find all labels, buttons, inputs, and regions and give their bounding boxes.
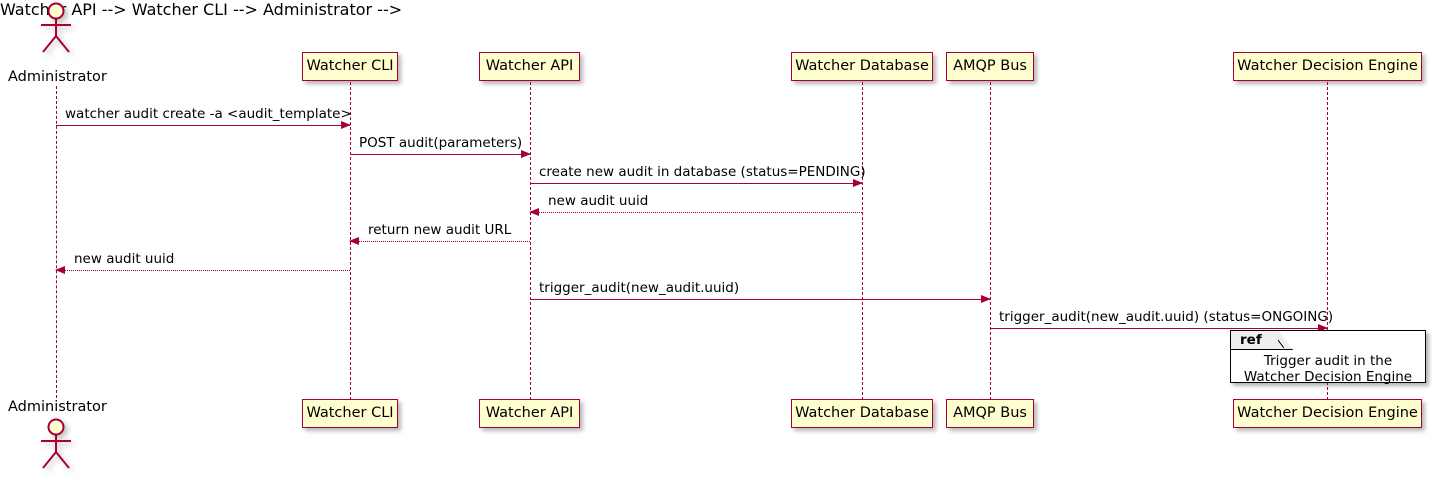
participant-amqp-bus-top[interactable]: AMQP Bus (946, 52, 1034, 81)
message-label: watcher audit create -a <audit_template> (65, 106, 352, 122)
participant-watcher-cli-top[interactable]: Watcher CLI (302, 52, 398, 81)
arrowhead-right-icon (341, 120, 351, 129)
arrowhead-left-icon (55, 265, 65, 274)
ref-fragment-line-1: Trigger audit in the (1263, 353, 1393, 369)
ref-fragment: ref Trigger audit in the Watcher Decisio… (1230, 330, 1426, 385)
actor-administrator-top-figure (33, 2, 79, 54)
message-line (56, 125, 350, 126)
arrowhead-right-icon (521, 149, 531, 158)
lifeline-administrator (56, 86, 57, 398)
participant-watcher-database-top[interactable]: Watcher Database (791, 52, 933, 81)
message-line (530, 183, 862, 184)
message-line (530, 299, 990, 300)
arrowhead-right-icon (981, 294, 991, 303)
message-line (350, 241, 530, 242)
participant-watcher-cli-bottom[interactable]: Watcher CLI (302, 399, 398, 428)
lifeline-watcher-decision-engine (1327, 82, 1328, 400)
message-line (990, 328, 1327, 329)
participant-watcher-api-bottom[interactable]: Watcher API (479, 399, 580, 428)
arrowhead-right-icon (1318, 323, 1328, 332)
lifeline-watcher-database (862, 82, 863, 400)
actor-administrator-bottom-label: Administrator (8, 399, 107, 415)
participant-watcher-api-top[interactable]: Watcher API (479, 52, 580, 81)
message-label: trigger_audit(new_audit.uuid) (539, 280, 740, 296)
lifeline-amqp-bus (990, 82, 991, 400)
arrowhead-right-icon (853, 178, 863, 187)
message-label: new audit uuid (548, 193, 649, 209)
ref-fragment-body: Trigger audit in the Watcher Decision En… (1231, 353, 1425, 385)
actor-administrator-bottom-figure (33, 418, 79, 470)
message-label: POST audit(parameters) (359, 135, 523, 151)
message-line (56, 270, 350, 271)
arrowhead-left-icon (529, 207, 539, 216)
arrowhead-left-icon (349, 236, 359, 245)
message-line (530, 212, 862, 213)
message-label: return new audit URL (368, 222, 512, 238)
message-label: new audit uuid (74, 251, 175, 267)
actor-administrator-top-label: Administrator (8, 69, 107, 85)
message-label: trigger_audit(new_audit.uuid) (status=ON… (999, 309, 1334, 325)
participant-amqp-bus-bottom[interactable]: AMQP Bus (946, 399, 1034, 428)
participant-watcher-decision-engine-top[interactable]: Watcher Decision Engine (1233, 52, 1422, 81)
lifeline-watcher-api (530, 82, 531, 400)
ref-fragment-keyword: ref (1231, 331, 1293, 350)
participant-watcher-database-bottom[interactable]: Watcher Database (791, 399, 933, 428)
ref-fragment-line-2: Watcher Decision Engine (1243, 369, 1413, 385)
participant-watcher-decision-engine-bottom[interactable]: Watcher Decision Engine (1233, 399, 1422, 428)
message-label: create new audit in database (status=PEN… (539, 164, 866, 180)
message-line (350, 154, 530, 155)
